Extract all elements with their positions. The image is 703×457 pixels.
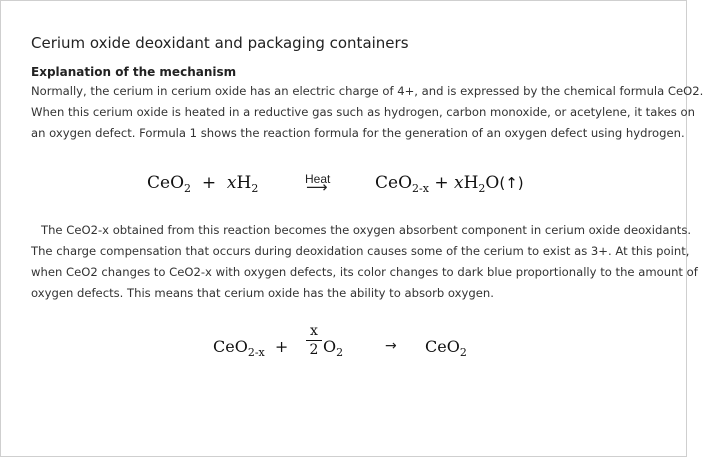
paragraph-line: an oxygen defect. Formula 1 shows the re… <box>31 126 685 140</box>
subscript: 2 <box>459 346 467 359</box>
fraction-denominator: 2 <box>309 342 319 358</box>
subscript: 2 <box>336 346 344 359</box>
paragraph-line: Normally, the cerium in cerium oxide has… <box>31 84 703 98</box>
hydrogen-symbol: H <box>463 173 479 193</box>
gas-evolution-icon: (↑) <box>499 174 524 192</box>
formula1-products: CeO2-x + xH2O(↑) <box>375 173 524 195</box>
paragraph-line: when CeO2 changes to CeO2-x with oxygen … <box>31 265 698 279</box>
subscript: 2 <box>251 182 259 195</box>
paragraph-line: The charge compensation that occurs duri… <box>31 244 690 258</box>
page-title: Cerium oxide deoxidant and packaging con… <box>31 34 409 52</box>
oxygen-symbol: O <box>485 173 500 193</box>
section-subheading: Explanation of the mechanism <box>31 65 237 79</box>
paragraph-line: The CeO2-x obtained from this reaction b… <box>41 223 692 237</box>
reaction-arrow: → <box>385 338 397 354</box>
ceo-symbol: CeO <box>147 173 185 193</box>
formula1-reactants: CeO2 + xH2 <box>147 173 258 195</box>
plus-sign: + <box>201 173 217 193</box>
x-variable: x <box>226 173 237 193</box>
reaction-condition: Heat <box>305 172 331 186</box>
plus-sign: + <box>274 337 289 356</box>
subscript: 2 <box>184 182 192 195</box>
paragraph-mechanism: Normally, the cerium in cerium oxide has… <box>31 81 703 144</box>
subscript: 2 <box>478 182 486 195</box>
paragraph-absorption: The CeO2-x obtained from this reaction b… <box>31 220 698 304</box>
subscript: 2-x <box>247 346 265 359</box>
ceo-symbol: CeO <box>375 173 413 193</box>
formula2-reactant: CeO2-x + <box>213 337 288 359</box>
ceo-symbol: CeO <box>425 337 460 356</box>
subscript: 2-x <box>412 182 429 195</box>
reaction-arrow-icon: → <box>385 338 397 354</box>
fraction-numerator: x <box>310 323 318 339</box>
ceo-symbol: CeO <box>213 337 248 356</box>
paragraph-line: oxygen defects. This means that cerium o… <box>31 286 494 300</box>
fraction-bar <box>306 340 322 341</box>
x-variable: x <box>454 173 464 193</box>
oxygen-symbol: O <box>323 337 337 356</box>
hydrogen-symbol: H <box>236 173 252 193</box>
oxygen-molecule: O2 <box>323 337 343 359</box>
reaction-arrow: ⟶ <box>306 178 328 196</box>
reaction-arrow-icon: ⟶ <box>306 178 328 196</box>
fraction-x-over-2: x 2 <box>304 323 324 358</box>
paragraph-line: When this cerium oxide is heated in a re… <box>31 105 695 119</box>
formula2-product: CeO2 <box>425 337 467 359</box>
plus-sign: + <box>434 173 449 193</box>
